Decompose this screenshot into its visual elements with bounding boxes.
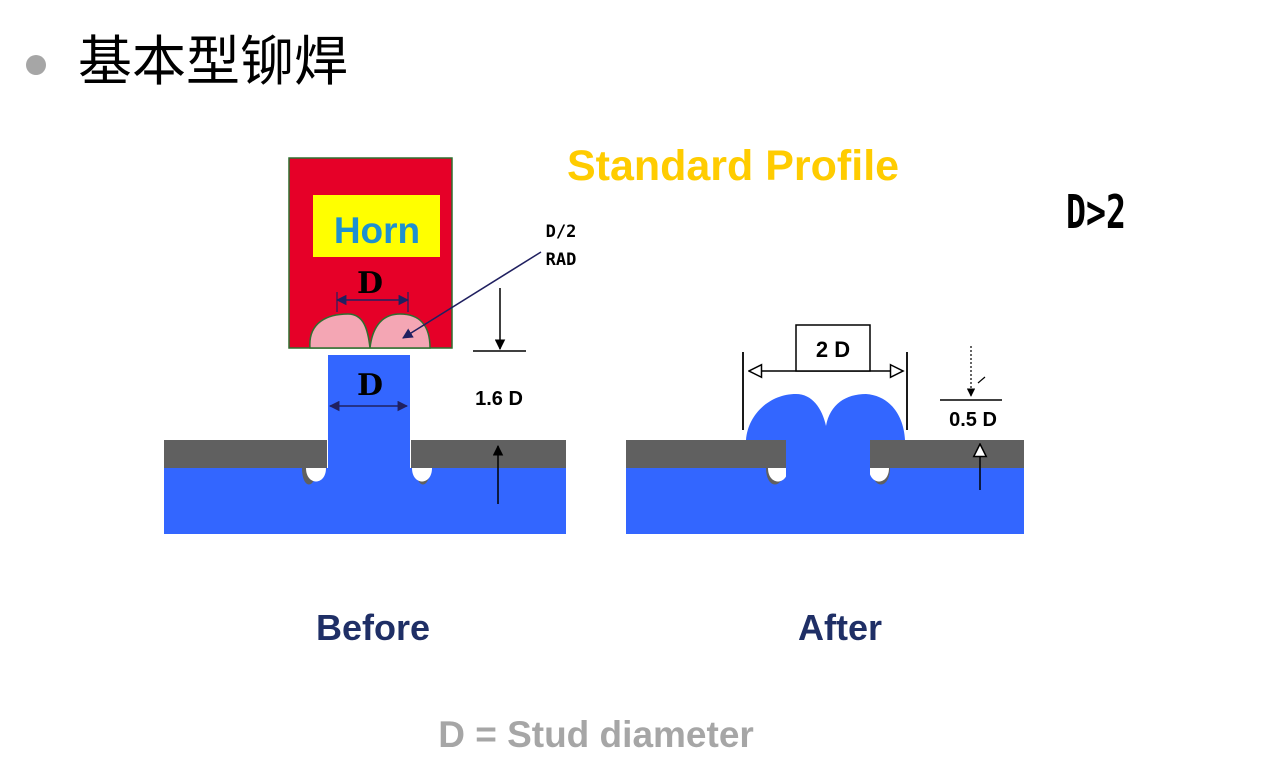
before-groove-left	[306, 468, 326, 482]
before-height-label: 1.6 D	[475, 388, 523, 410]
slide-title: 基本型铆焊	[78, 30, 348, 93]
footer-definition: D = Stud diameter	[438, 714, 754, 755]
after-plate-left	[626, 440, 786, 485]
after-width-label: 2 D	[816, 337, 850, 362]
after-caption: After	[798, 607, 882, 648]
horn-dim-label: D	[357, 266, 383, 301]
radius-leader-line	[402, 251, 542, 339]
width-label-box	[795, 324, 871, 372]
after-height-label: 0.5 D	[949, 409, 997, 431]
horn-label: Horn	[334, 210, 420, 251]
before-plate-right	[411, 440, 566, 485]
before-plate-left	[164, 440, 327, 485]
before-groove-right	[412, 468, 432, 482]
before-stud	[328, 355, 410, 469]
radius-label-line2: RAD	[546, 250, 577, 270]
horn-cavity	[309, 313, 431, 349]
subtitle-standard-profile: Standard Profile	[567, 142, 899, 190]
corner-note: D>2	[1066, 185, 1126, 239]
after-diagram: 2 D 0.5 D After	[626, 324, 1024, 648]
radius-label-line1: D/2	[546, 222, 577, 242]
stud-dim-label: D	[357, 368, 383, 403]
horn-label-box	[313, 195, 440, 257]
after-groove-left	[768, 468, 788, 482]
after-height-tick	[977, 376, 986, 384]
before-base-part	[164, 468, 566, 534]
before-caption: Before	[316, 607, 430, 648]
bullet-point	[26, 55, 46, 75]
before-diagram: Horn D D D/2 RAD 1.6 D Before	[164, 157, 577, 648]
rivet-head	[746, 394, 905, 480]
after-groove-right	[869, 468, 889, 482]
